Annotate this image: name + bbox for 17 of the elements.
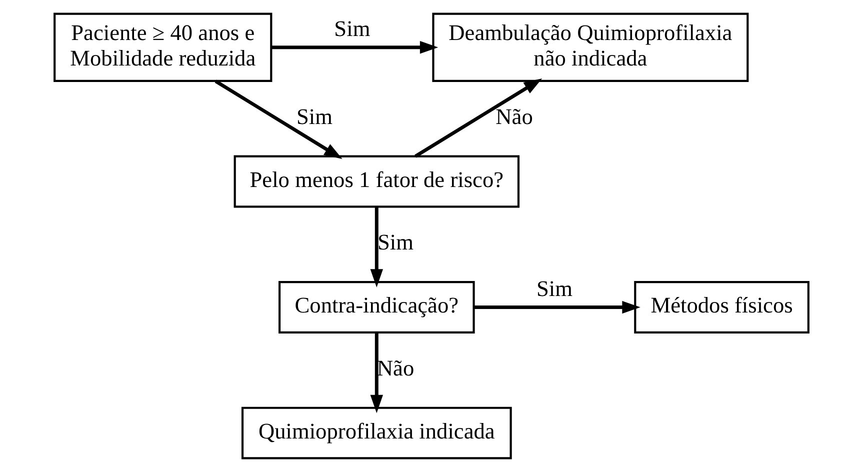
node-box: Contra-indicação? — [278, 281, 475, 334]
arrow — [271, 41, 438, 54]
edge-label: Sim — [378, 230, 414, 255]
arrow — [414, 78, 542, 158]
edge-label: Não — [496, 104, 533, 129]
edge-label: Sim — [536, 276, 572, 301]
arrow — [370, 207, 384, 288]
node-box: Paciente ≥ 40 anos e Mobilidade reduzida — [54, 12, 272, 82]
arrow — [474, 300, 640, 314]
edge-label: Sim — [296, 104, 332, 129]
node-box: Deambulação Quimioprofilaxia não indicada — [432, 12, 749, 82]
edge-label: Sim — [334, 16, 370, 41]
node-box: Quimioprofilaxia indicada — [241, 406, 512, 460]
arrow — [214, 80, 342, 160]
arrow — [370, 332, 384, 414]
node-box: Pelo menos 1 fator de risco? — [234, 155, 520, 208]
node-box: Métodos físicos — [634, 281, 810, 334]
